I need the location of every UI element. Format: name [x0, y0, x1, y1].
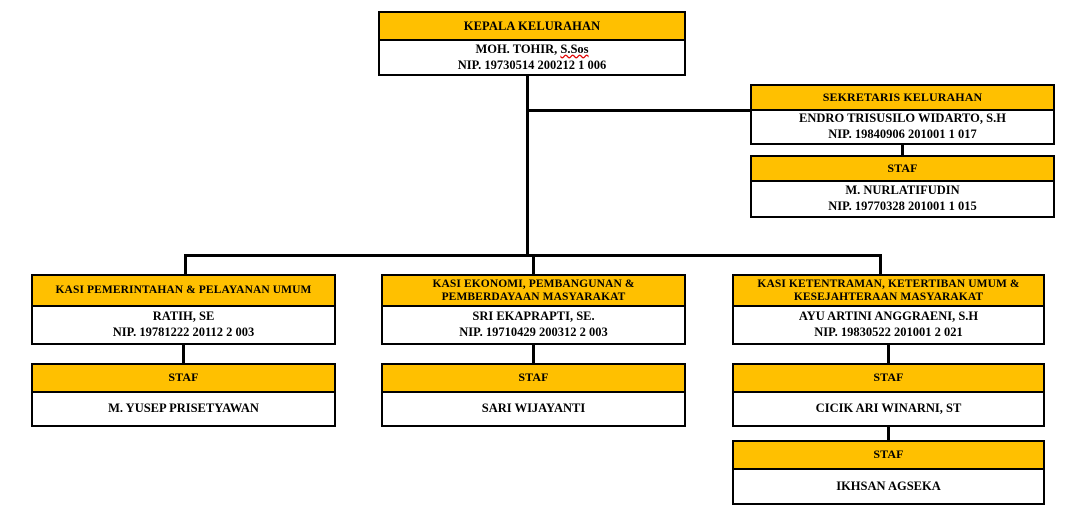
node-kasi-ekonomi[interactable]: KASI EKONOMI, PEMBANGUNAN & PEMBERDAYAAN…: [381, 274, 686, 345]
node-kasi-ketentraman-staf-1-title: STAF: [734, 365, 1043, 393]
node-sekretaris-body: ENDRO TRISUSILO WIDARTO, S.H NIP. 198409…: [752, 111, 1053, 143]
node-kasi-pemerintahan-body: RATIH, SE NIP. 19781222 20112 2 003: [33, 307, 334, 343]
connector-kepala-spine: [526, 76, 529, 257]
node-kasi-pemerintahan[interactable]: KASI PEMERINTAHAN & PELAYANAN UMUM RATIH…: [31, 274, 336, 345]
node-kasi-ekonomi-staf-name: SARI WIJAYANTI: [481, 401, 586, 416]
node-kasi-ketentraman-staf-1-body: CICIK ARI WINARNI, ST: [734, 393, 1043, 425]
node-kasi-ketentraman-staf-1-name: CICIK ARI WINARNI, ST: [815, 401, 962, 416]
node-sekretaris-nip: NIP. 19840906 201001 1 017: [828, 127, 977, 141]
node-kasi-pemerintahan-staf-name: M. YUSEP PRISETYAWAN: [108, 401, 259, 416]
node-kasi-ketentraman-nip: NIP. 19830522 201001 2 021: [814, 325, 963, 339]
connector-kasi1-to-staf: [182, 345, 185, 364]
node-kasi-ekonomi-staf-body: SARI WIJAYANTI: [383, 393, 684, 425]
node-sekretaris-staf-title: STAF: [752, 157, 1053, 182]
node-kepala-name: MOH. TOHIR, S.Sos: [475, 41, 589, 56]
node-kasi-ketentraman-staf-1[interactable]: STAF CICIK ARI WINARNI, ST: [732, 363, 1045, 427]
node-kasi-pemerintahan-staf-title: STAF: [33, 365, 334, 393]
node-kasi-ketentraman-name: AYU ARTINI ANGGRAENI, S.H: [798, 309, 979, 324]
node-kasi-ketentraman-title-line1: KASI KETENTRAMAN, KETERTIBAN UMUM &: [757, 277, 1020, 290]
node-kasi-ketentraman-staf-2-body: IKHSAN AGSEKA: [734, 470, 1043, 503]
connector-kasi3-to-staf1: [887, 345, 890, 364]
node-kasi-ekonomi-nip: NIP. 19710429 200312 2 003: [459, 325, 608, 339]
node-kasi-ekonomi-body: SRI EKAPRAPTI, SE. NIP. 19710429 200312 …: [383, 307, 684, 343]
node-kasi-ekonomi-title-line1: KASI EKONOMI, PEMBANGUNAN &: [432, 277, 635, 290]
node-kasi-ketentraman[interactable]: KASI KETENTRAMAN, KETERTIBAN UMUM & KESE…: [732, 274, 1045, 345]
node-kasi-ketentraman-staf-2-name: IKHSAN AGSEKA: [836, 478, 941, 493]
node-kasi-ekonomi-title-line2: PEMBERDAYAAN MASYARAKAT: [441, 290, 626, 303]
connector-drop-kasi1: [184, 254, 187, 275]
node-kasi-pemerintahan-staf[interactable]: STAF M. YUSEP PRISETYAWAN: [31, 363, 336, 427]
connector-drop-kasi2: [532, 254, 535, 275]
node-kasi-ketentraman-staf-2[interactable]: STAF IKHSAN AGSEKA: [732, 440, 1045, 505]
node-kasi-ketentraman-title: KASI KETENTRAMAN, KETERTIBAN UMUM & KESE…: [734, 276, 1043, 307]
connector-sekretaris-to-staf: [901, 145, 904, 156]
node-sekretaris-staf-body: M. NURLATIFUDIN NIP. 19770328 201001 1 0…: [752, 182, 1053, 216]
connector-kasi2-to-staf: [532, 345, 535, 364]
node-sekretaris-staf-nip: NIP. 19770328 201001 1 015: [828, 199, 977, 213]
node-kasi-ketentraman-body: AYU ARTINI ANGGRAENI, S.H NIP. 19830522 …: [734, 307, 1043, 343]
connector-kasi3-staf1-to-staf2: [887, 427, 890, 441]
node-kasi-pemerintahan-nip: NIP. 19781222 20112 2 003: [112, 325, 255, 339]
node-kasi-ekonomi-staf-title: STAF: [383, 365, 684, 393]
node-sekretaris-title: SEKRETARIS KELURAHAN: [752, 86, 1053, 111]
node-kepala-kelurahan[interactable]: KEPALA KELURAHAN MOH. TOHIR, S.Sos NIP. …: [378, 11, 686, 76]
node-sekretaris-name: ENDRO TRISUSILO WIDARTO, S.H: [799, 111, 1006, 126]
connector-drop-kasi3: [879, 254, 882, 275]
node-kasi-pemerintahan-staf-body: M. YUSEP PRISETYAWAN: [33, 393, 334, 425]
node-kasi-ekonomi-staf[interactable]: STAF SARI WIJAYANTI: [381, 363, 686, 427]
connector-kepala-to-sekretaris: [526, 109, 752, 112]
node-kasi-pemerintahan-name: RATIH, SE: [152, 309, 215, 324]
node-kasi-ketentraman-title-line2: KESEJAHTERAAN MASYARAKAT: [793, 290, 984, 303]
node-kepala-title: KEPALA KELURAHAN: [380, 13, 684, 41]
node-kepala-body: MOH. TOHIR, S.Sos NIP. 19730514 200212 1…: [380, 41, 684, 74]
node-kasi-ekonomi-title: KASI EKONOMI, PEMBANGUNAN & PEMBERDAYAAN…: [383, 276, 684, 307]
node-kasi-pemerintahan-title: KASI PEMERINTAHAN & PELAYANAN UMUM: [33, 276, 334, 307]
node-kasi-ekonomi-name: SRI EKAPRAPTI, SE.: [472, 309, 595, 324]
node-kepala-nip: NIP. 19730514 200212 1 006: [457, 57, 607, 72]
node-sekretaris-staf-name: M. NURLATIFUDIN: [845, 183, 960, 198]
node-kasi-ketentraman-staf-2-title: STAF: [734, 442, 1043, 470]
node-sekretaris-staf[interactable]: STAF M. NURLATIFUDIN NIP. 19770328 20100…: [750, 155, 1055, 218]
node-sekretaris-kelurahan[interactable]: SEKRETARIS KELURAHAN ENDRO TRISUSILO WID…: [750, 84, 1055, 145]
